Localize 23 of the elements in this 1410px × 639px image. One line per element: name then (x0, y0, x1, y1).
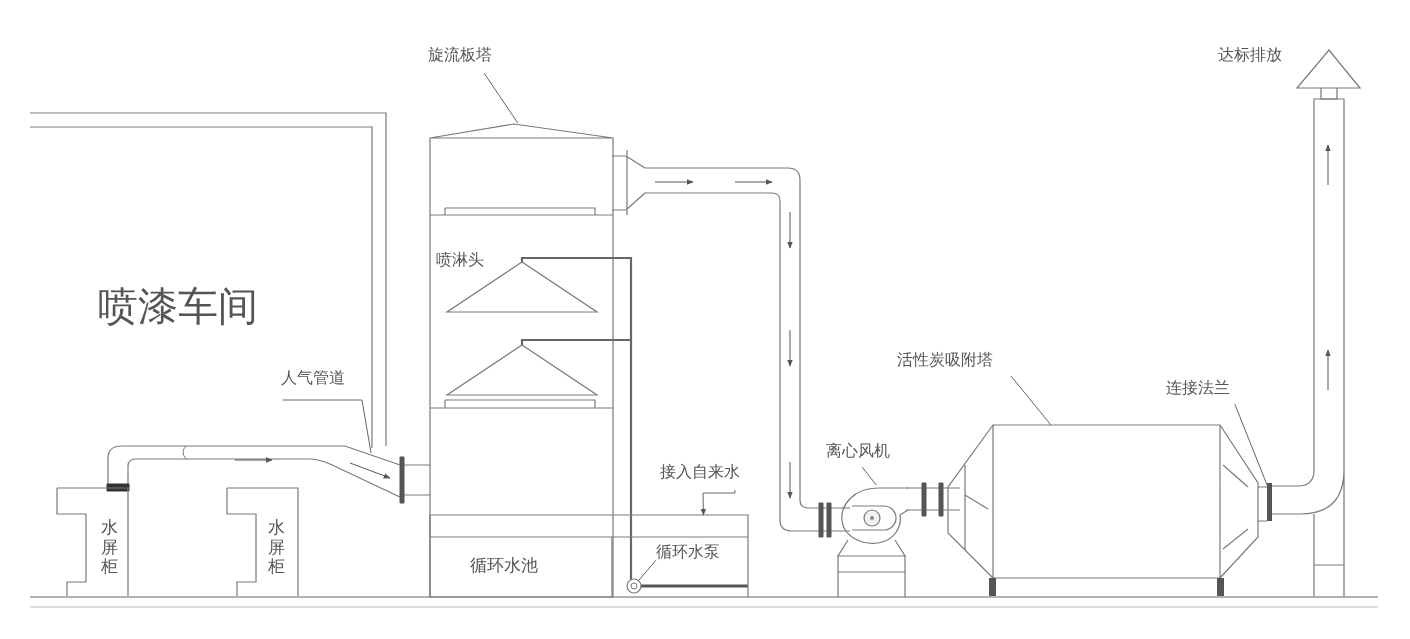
leader-line (483, 72, 519, 124)
tower-label: 旋流板塔 (428, 45, 492, 65)
water-inlet-label: 接入自来水 (660, 462, 740, 482)
cabinet-label: 水屏柜 (268, 518, 285, 577)
flange-label: 连接法兰 (1166, 378, 1230, 398)
scrubber-tower (430, 123, 613, 597)
leader-line (1234, 403, 1268, 486)
flange (1267, 483, 1272, 521)
water-pump (626, 578, 642, 594)
arrow (700, 489, 736, 516)
pool-label: 循环水池 (470, 555, 538, 576)
fan-label: 离心风机 (826, 441, 890, 461)
workshop-label: 喷漆车间 (98, 282, 258, 330)
pump-label: 循环水泵 (656, 542, 720, 562)
leader-line (861, 466, 877, 486)
leader-line (282, 399, 372, 454)
duct-label: 人气管道 (281, 368, 345, 388)
adsorber-label: 活性炭吸附塔 (897, 350, 993, 370)
spray-head-label: 喷淋头 (436, 250, 484, 270)
leader-line (637, 559, 657, 582)
discharge-label: 达标排放 (1218, 45, 1282, 65)
leader-line (1010, 375, 1052, 426)
cabinet-label: 水屏柜 (101, 518, 118, 577)
